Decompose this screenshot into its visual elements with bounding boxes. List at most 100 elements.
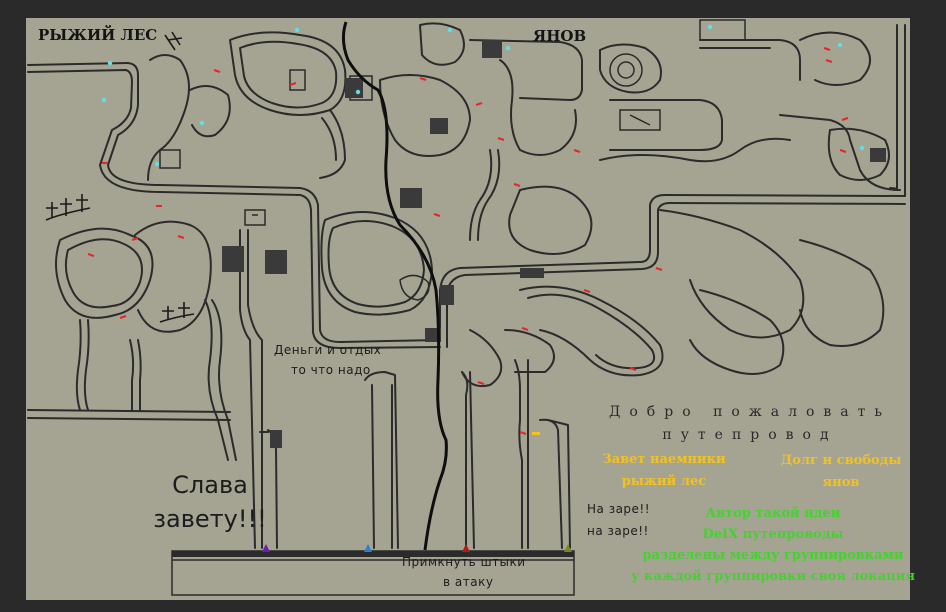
spawn-marker [262,544,270,552]
faction-dolg: Долг и свободы янов [770,450,912,494]
tunnel-hub [617,61,635,79]
welcome-line2: путепровод [662,427,838,443]
faction-dolg-location: янов [822,475,860,490]
exit-marker [532,432,540,435]
tunnel-room [699,19,746,41]
corridor [134,220,212,333]
corridor [799,239,885,347]
zarya-line2: на заре!! [587,524,649,538]
corridor [689,289,785,375]
corridor [469,39,583,101]
corridor [55,227,154,319]
poi-marker [101,97,107,103]
slava-title: Слава завету!!! [140,468,280,536]
slava-line2: завету!!! [153,505,267,533]
faction-boundary [341,21,448,551]
spawn-strip-bar [172,551,574,557]
credits-line: у каждой группировки своя локация [631,569,915,584]
tunnel-room [244,209,266,226]
corridor [599,43,662,94]
door-marker [87,162,185,319]
zarya-line1: На заре!! [587,502,651,516]
corridor [504,329,555,373]
money-note-line2: то что надо [291,363,371,377]
tunnel-room [619,109,661,131]
corridor [379,74,471,157]
credits: Автор такой идеи DeIX путепроводы раздел… [628,503,918,587]
tunnel-room [159,149,181,169]
corridor [599,137,791,163]
corridor [239,40,338,109]
corridor [27,62,301,189]
corridor [129,339,142,411]
corridor [229,31,347,116]
poi-marker [154,161,160,167]
corridor [439,194,906,341]
faction-zavet-location: рыжий лес [621,474,707,489]
corridor [461,371,475,549]
door-marker [823,47,849,153]
faction-zavet-name: Завет наемники [602,452,726,467]
tunnel-block [400,188,422,208]
corridor [699,39,801,81]
door-marker [477,149,663,435]
spawn-marker [564,544,572,552]
bayonet-line2: в атаку [443,575,494,589]
tunnel-block [222,246,244,272]
corridor [64,238,143,309]
map-frame [26,18,910,600]
corridor [609,99,723,151]
poi-marker [107,60,113,66]
grave-marks [45,194,91,221]
corridor [469,149,501,241]
corridor [364,371,399,549]
region-label-east: ЯНОВ [533,27,587,45]
corridor [799,31,871,86]
corridor [779,114,901,191]
corridor [147,54,190,181]
corridor [327,220,425,308]
poi-marker [505,45,511,51]
tunnel-block [482,40,502,58]
corridor [204,299,237,461]
corridor [499,59,577,156]
tunnel-block [430,118,448,134]
corridor [299,194,441,349]
tunnel-block [270,430,282,448]
corridor [659,209,805,339]
faction-zavet: Завет наемники рыжий лес [596,449,732,493]
poi-marker [355,89,361,95]
tunnel-block [265,250,287,274]
credits-line: Автор такой идеи [705,506,841,521]
corridor [461,329,503,388]
poi-marker [707,24,713,30]
region-label-west: РЫЖИЙ ЛЕС [38,26,158,44]
welcome-line1: Добро пожаловать [609,404,891,420]
slava-line1: Слава [172,471,248,499]
corridor [539,418,571,549]
tunnel-block [345,78,363,98]
tunnel-block [520,268,544,278]
corridor [319,109,346,179]
corridor [299,187,441,343]
poi-marker [294,27,300,33]
tunnel-block [440,285,454,305]
corridor [446,202,906,348]
tunnel-room [399,274,430,301]
corridor [189,85,231,138]
corridor [27,69,301,196]
corridor [75,319,90,411]
poi-marker [199,120,205,126]
spawn-marker [364,544,372,552]
corridor [239,229,263,549]
corridor [527,293,656,370]
credits-line: разделены между группировками [642,548,904,563]
tunnel-hub [609,53,643,87]
corridor [419,22,465,66]
door-marker [213,69,521,217]
tunnel-room [289,69,306,91]
spawn-marker [462,544,470,552]
corridor [508,185,593,255]
bayonet-line1: Примкнуть штыки [402,555,526,569]
poi-marker [447,27,453,33]
